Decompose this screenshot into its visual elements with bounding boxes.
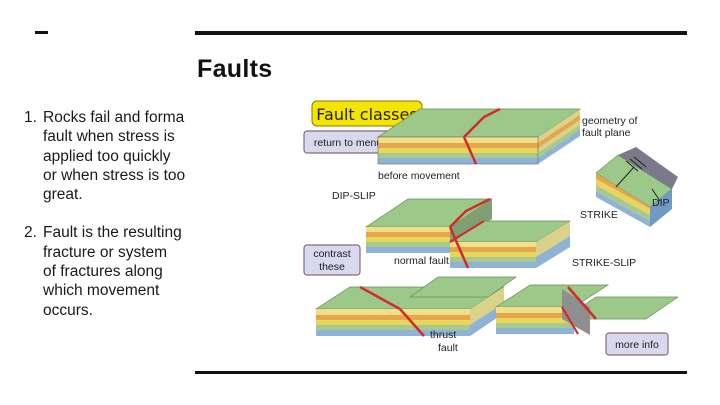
fault-plane-block: [595, 147, 678, 227]
item-line: Fault is the resulting: [43, 224, 182, 242]
fault-classes-figure: Fault classes return to menu before move…: [300, 97, 678, 365]
contrast-these-button[interactable]: contrast these: [303, 244, 361, 276]
fault-classes-header: Fault classes: [311, 100, 423, 127]
list-item: 2. Fault is the resulting fracture or sy…: [24, 223, 214, 319]
contrast-button-line2: these: [319, 261, 345, 273]
dip-label: DIP: [652, 197, 670, 209]
item-line: applied too quickly: [43, 147, 171, 165]
thrust-label-line2: fault: [438, 342, 458, 354]
bullet-list: 1. Rocks fail and forma fault when stres…: [24, 108, 214, 320]
list-item: 1. Rocks fail and forma fault when stres…: [24, 108, 214, 204]
item-line: Rocks fail and forma: [43, 109, 185, 126]
before-movement-block: [376, 107, 582, 165]
item-line: which movement: [43, 282, 160, 300]
item-line: or when stress is too: [43, 166, 186, 184]
item-line: of fractures along: [43, 263, 163, 281]
more-info-button[interactable]: more info: [605, 332, 669, 356]
geometry-label-line1: geometry of: [582, 115, 638, 127]
item-line: occurs.: [43, 301, 93, 319]
more-info-label: more info: [615, 339, 659, 351]
normal-fault-label: normal fault: [394, 255, 449, 267]
item-line: fracture or system: [43, 243, 168, 261]
decorative-dash: [35, 31, 48, 34]
header-label: Fault classes: [316, 105, 417, 124]
strike-slip-block: [494, 284, 678, 335]
before-movement-label: before movement: [378, 170, 460, 182]
return-to-menu-button[interactable]: return to menu: [303, 130, 393, 154]
item-line: fault when stress is: [43, 128, 175, 146]
return-button-label: return to menu: [314, 137, 382, 149]
item-number: 1.: [24, 109, 37, 126]
item-line: great.: [43, 186, 83, 204]
top-rule: [195, 31, 687, 35]
item-number: 2.: [24, 224, 37, 242]
dip-slip-label: DIP-SLIP: [332, 190, 376, 202]
strike-label: STRIKE: [580, 209, 618, 221]
bottom-rule: [195, 371, 687, 374]
normal-fault-block: [364, 197, 572, 269]
thrust-label-line1: thrust: [430, 329, 456, 341]
contrast-button-line1: contrast: [313, 248, 350, 260]
thrust-fault-block: [314, 276, 518, 337]
slide-title: Faults: [197, 55, 273, 83]
geometry-label-line2: fault plane: [582, 127, 631, 139]
strike-slip-label: STRIKE-SLIP: [572, 257, 636, 269]
